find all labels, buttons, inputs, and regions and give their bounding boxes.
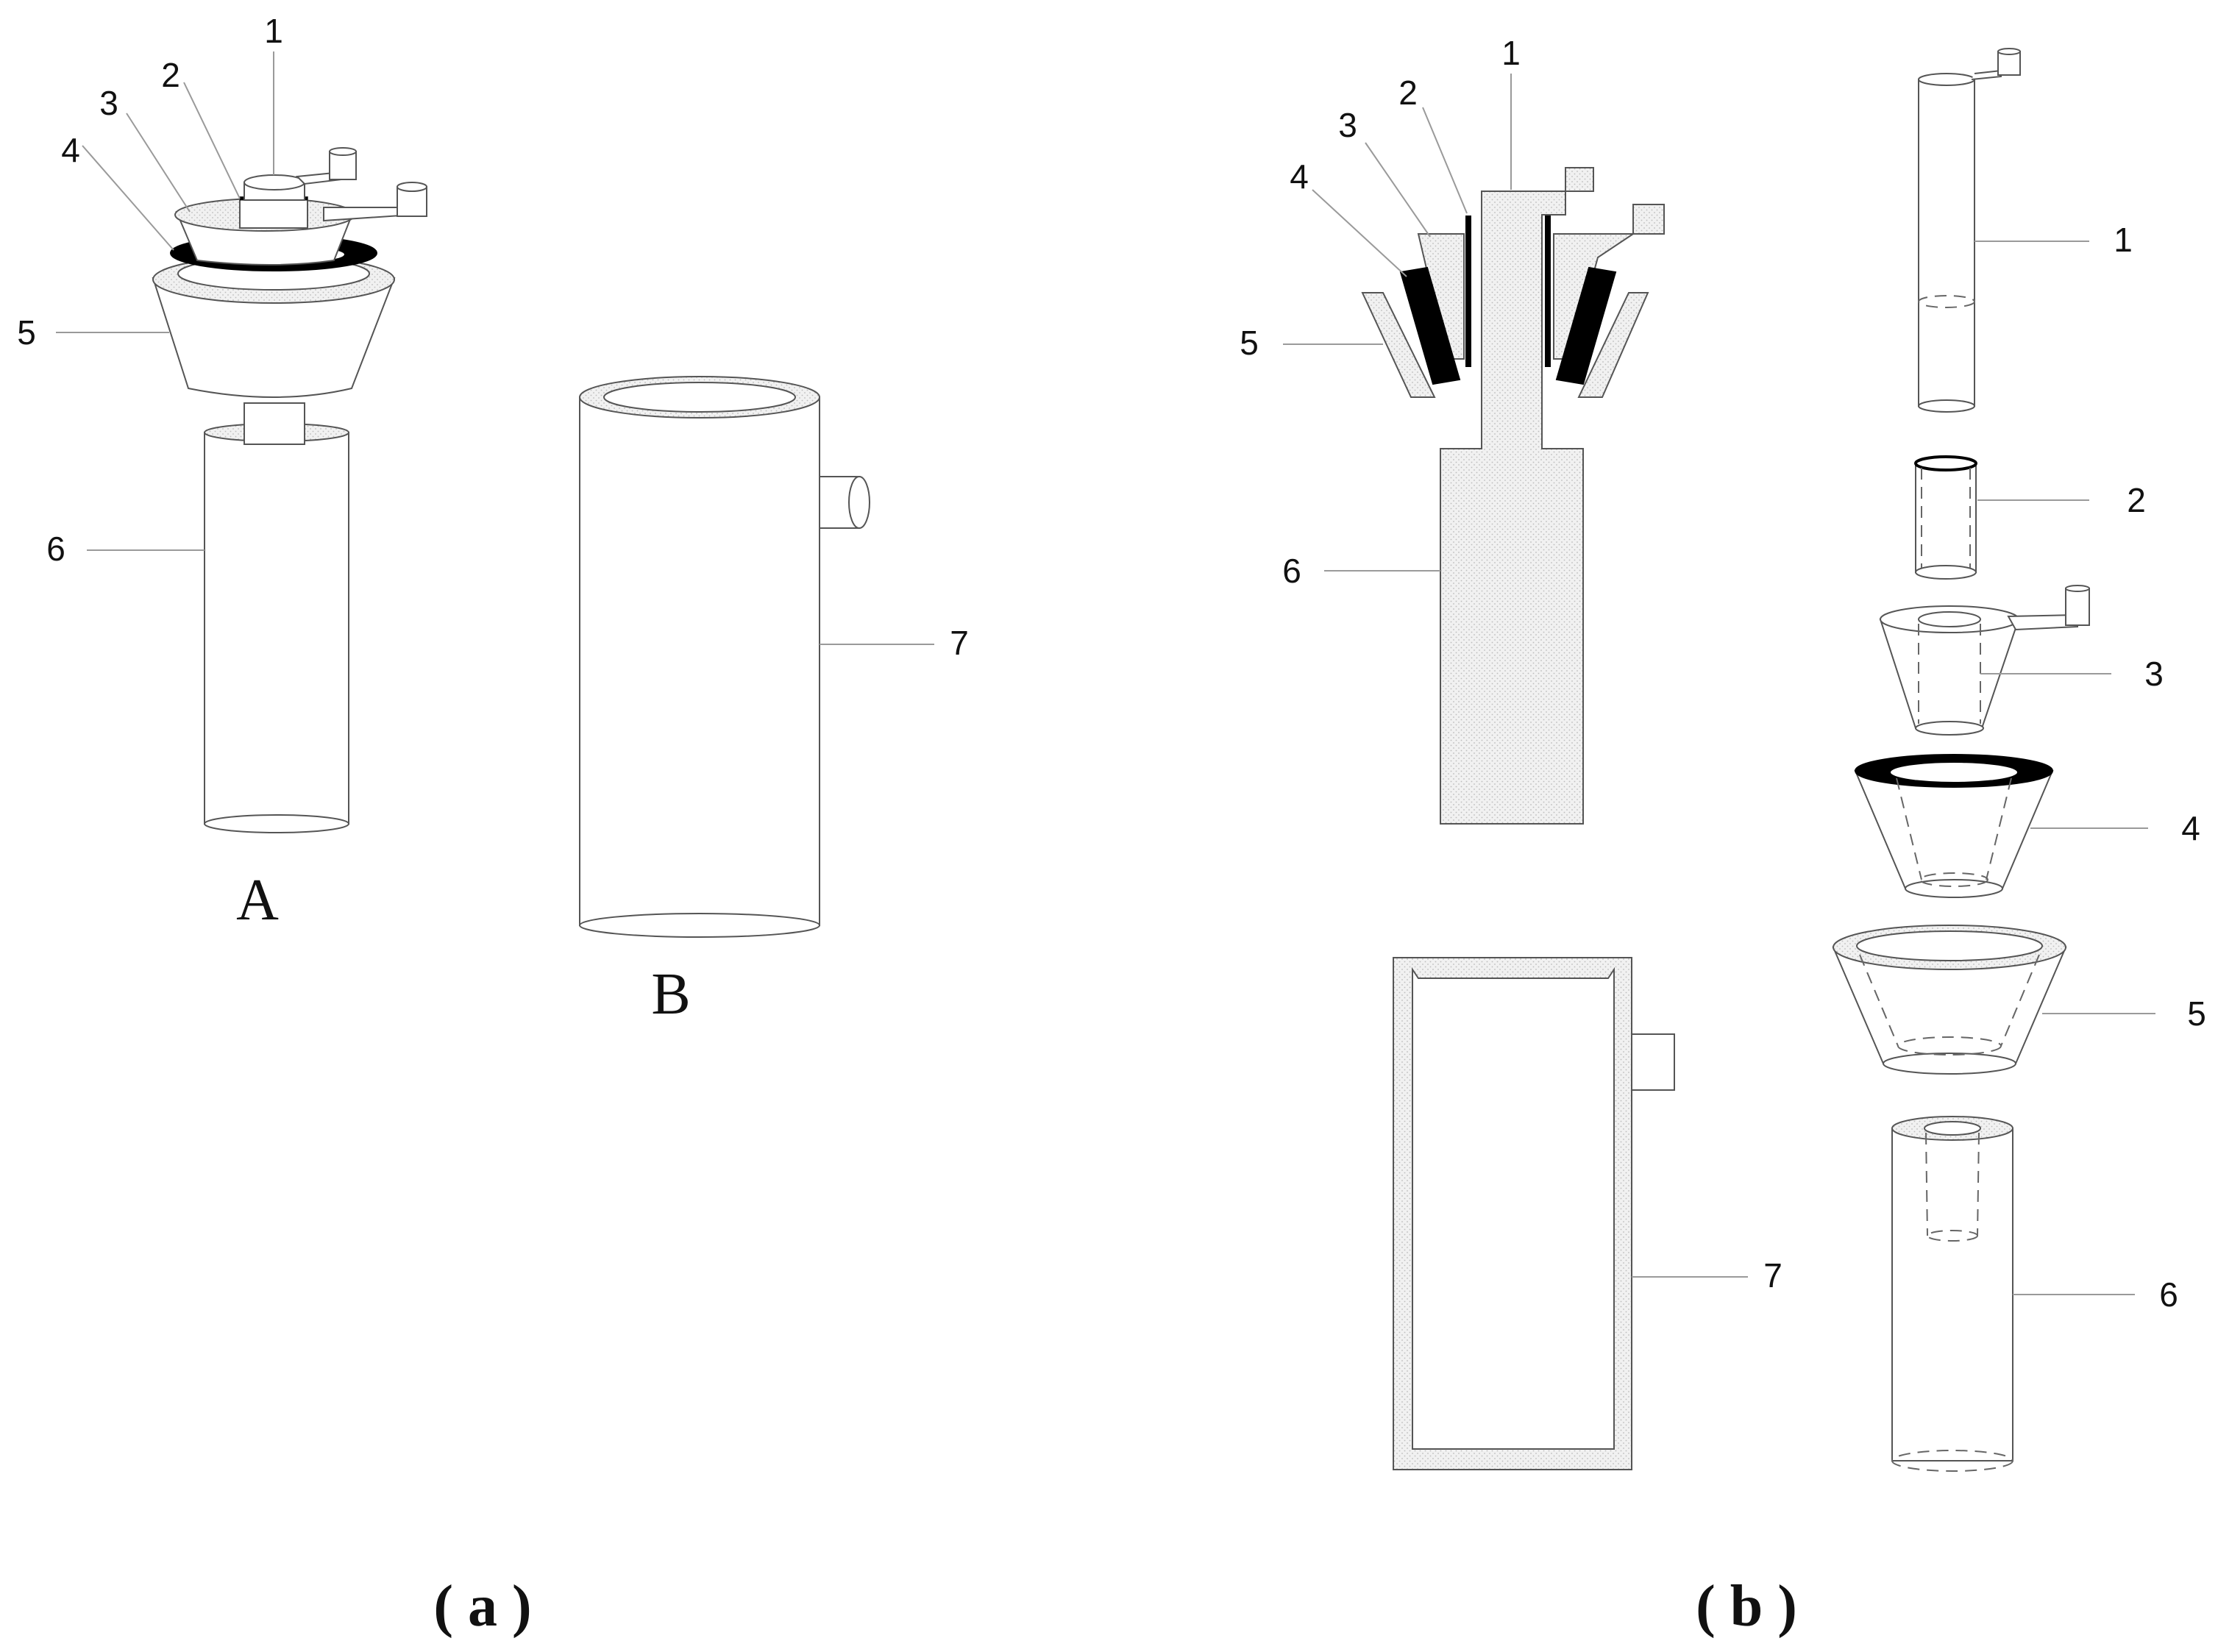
label-a-7: 7 — [950, 624, 969, 662]
labels-b-section: 1 2 3 4 5 6 7 — [1240, 34, 1782, 1295]
section-vessel-7 — [1393, 957, 1675, 1470]
leader-lines-b-section — [1283, 74, 1748, 1278]
label-b-s-5: 5 — [1240, 324, 1259, 362]
caption-b: ( b ) — [1696, 1574, 1797, 1639]
label-b-e-3: 3 — [2144, 655, 2164, 693]
label-b-s-6: 6 — [1282, 552, 1301, 590]
label-a-2: 2 — [161, 56, 180, 94]
part-5-outer-cone — [152, 255, 396, 398]
assembly-letter: A — [236, 868, 279, 933]
section-part-1-6 — [1440, 167, 1594, 825]
section-part-5-left — [1361, 292, 1436, 398]
vessel-b: B — [579, 376, 870, 1027]
section-part-4-left — [1399, 266, 1461, 385]
exploded-part-3 — [1879, 585, 2090, 736]
label-a-5: 5 — [17, 313, 36, 352]
labels-b-exploded: 1 2 3 4 5 6 — [2114, 221, 2206, 1314]
label-b-s-4: 4 — [1290, 157, 1309, 196]
leader-lines-b-exploded — [1974, 241, 2155, 1295]
label-a-3: 3 — [99, 84, 118, 122]
part-1-neck — [244, 402, 305, 445]
section-part-2-right — [1545, 216, 1551, 367]
label-a-1: 1 — [264, 12, 283, 50]
panel-a: A B 1 2 3 4 5 6 — [17, 12, 969, 1639]
label-a-6: 6 — [46, 530, 65, 568]
labels-a: 1 2 3 4 5 6 7 — [17, 12, 969, 662]
section-part-5-right — [1577, 292, 1649, 398]
label-b-e-5: 5 — [2187, 994, 2206, 1033]
vessel-letter: B — [651, 962, 690, 1027]
part-2-sleeve — [239, 196, 308, 229]
exploded-part-2 — [1914, 455, 1977, 580]
exploded-part-4 — [1854, 754, 2054, 898]
cross-section-assembly — [1361, 167, 1665, 825]
section-part-2-left — [1465, 216, 1471, 367]
label-b-s-1: 1 — [1501, 34, 1521, 72]
exploded-part-5 — [1832, 925, 2067, 1075]
section-part-4-right — [1555, 266, 1617, 385]
leader-lines-a — [56, 51, 934, 645]
caption-a: ( a ) — [433, 1574, 531, 1639]
label-a-4: 4 — [61, 131, 80, 169]
section-part-3-right — [1553, 204, 1665, 360]
label-b-e-6: 6 — [2159, 1275, 2178, 1314]
assembly-a: A — [152, 147, 427, 933]
label-b-e-4: 4 — [2181, 809, 2200, 847]
label-b-e-1: 1 — [2114, 221, 2133, 259]
part-6-cylinder — [204, 423, 349, 833]
label-b-e-2: 2 — [2127, 481, 2146, 519]
label-b-s-2: 2 — [1398, 74, 1418, 112]
part-1-stem — [244, 147, 357, 201]
exploded-parts — [1832, 48, 2090, 1472]
label-b-s-7: 7 — [1763, 1256, 1782, 1295]
exploded-part-1 — [1918, 48, 2021, 413]
panel-b: 1 2 3 4 5 6 7 — [1240, 34, 2206, 1639]
label-b-s-3: 3 — [1338, 106, 1357, 144]
exploded-part-6 — [1891, 1116, 2013, 1472]
